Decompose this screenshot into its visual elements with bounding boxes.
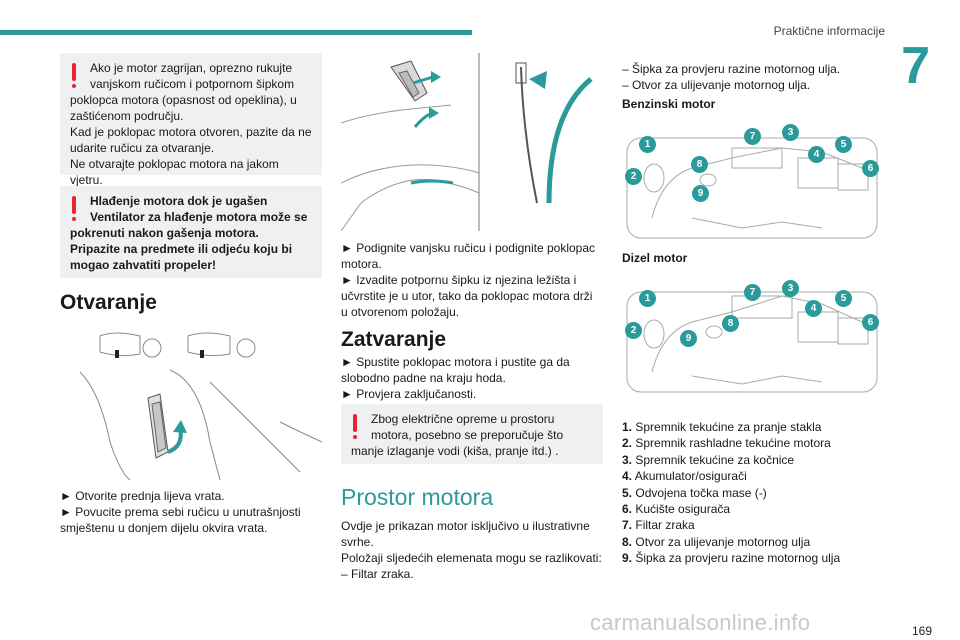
callout-badge: 8 [691,156,708,173]
callout-badge: 2 [625,322,642,339]
warning-text: Pripazite na predmete ili odjeću koju bi [70,242,293,256]
callout-badge: 3 [782,124,799,141]
warning-text: manje izlaganje vodi (kiša, pranje itd.)… [351,444,559,458]
callout-badge: 1 [639,136,656,153]
hood-support-illustration [341,53,603,231]
header-accent-bar [0,30,472,35]
intro-text: Ovdje je prikazan motor isključivo u ilu… [341,519,590,533]
step-text: ► Izvadite potpornu šipku iz njezina lež… [341,273,577,287]
step-text: ► Podignite vanjsku ručicu i podignite p… [341,241,596,255]
list-item: 1. Spremnik tekućine za pranje stakla [622,420,822,434]
callout-badge: 8 [722,315,739,332]
warning-text: Hlađenje motora dok je ugašen [90,194,268,208]
page-number: 169 [911,624,932,638]
intro-text: – Otvor za ulijevanje motornog ulja. [622,78,811,92]
heading-diesel-engine: Dizel motor [622,251,688,265]
intro-text: Položaji sljedećih elemenata mogu se raz… [341,551,602,565]
step-text: ► Povucite prema sebi ručicu u unutrašnj… [60,505,301,519]
step-text: ► Otvorite prednja lijeva vrata. [60,489,225,503]
intro-text: – Filtar zraka. [341,567,414,581]
step-text: motora. [341,257,382,271]
callout-badge: 6 [862,160,879,177]
warning-text: zaštićenom području. [70,109,184,123]
warning-text: motora, posebno se preporučuje što [371,428,564,442]
callout-badge: 7 [744,128,761,145]
callout-badge: 2 [625,168,642,185]
list-item: 8. Otvor za ulijevanje motornog ulja [622,534,811,549]
release-lever-icon [147,393,169,459]
callout-badge: 4 [808,146,825,163]
door-handle-illustration [60,322,322,480]
callout-badge: 1 [639,290,656,307]
heading-petrol-engine: Benzinski motor [622,97,716,111]
heading-engine-compartment: Prostor motora [341,484,494,510]
callout-badge: 6 [862,314,879,331]
callout-badge: 5 [835,290,852,307]
marker-icon [115,350,119,358]
list-item: 3. Spremnik tekućine za kočnice [622,452,795,467]
warning-text: Zbog električne opreme u prostoru [371,412,555,426]
warning-icon [351,414,359,440]
support-rod-icon [515,62,538,204]
chapter-number: 7 [901,37,930,95]
list-item: 6. Kućište osigurača [622,502,731,517]
callout-badge: 7 [744,284,761,301]
warning-text: Ventilator za hlađenje motora može se [90,210,308,224]
list-item: 4. Akumulator/osigurači [622,469,747,484]
warning-text: mogao zahvatiti propeler! [70,258,217,272]
warning-box-electrical: Zbog električne opreme u prostoru motora… [341,404,603,464]
step-text: učvrstite je u utor, tako da poklopac mo… [341,289,593,303]
callout-badge: 9 [692,185,709,202]
list-item: 5. Odvojena točka mase (-) [622,485,767,500]
warning-text: vanjskom ručicom i potpornom šipkom [90,77,295,91]
warning-text: Ne otvarajte poklopac motora na jakom vj… [70,157,279,187]
marker-icon [200,350,204,358]
warning-text: udarite ručicu za otvaranje. [70,141,215,155]
step-text: ► Provjera zaključanosti. [341,387,477,401]
warning-icon [70,63,78,89]
callout-badge: 4 [805,300,822,317]
step-text: slobodno padne na kraju hoda. [341,371,506,385]
warning-text: Ako je motor zagrijan, oprezno rukujte [90,61,293,75]
watermark: carmanualsonline.info [590,610,811,635]
warning-text: Kad je poklopac motora otvoren, pazite d… [70,125,312,139]
callout-badge: 3 [782,280,799,297]
intro-text: – Šipka za provjeru razine motornog ulja… [622,62,841,76]
warning-text: pokrenuti nakon gašenja motora. [70,226,259,240]
step-text: smještenu u donjem dijelu okvira vrata. [60,521,268,535]
step-text: u otvorenom položaju. [341,305,460,319]
hood-handle-icon [390,60,428,102]
heading-opening: Otvaranje [60,291,157,314]
warning-text: poklopca motora (opasnost od opeklina), … [70,93,297,107]
list-item: 9. Šipka za provjeru razine motornog ulj… [622,551,841,566]
list-item: 2. Spremnik rashladne tekućine motora [622,436,831,451]
callout-badge: 9 [680,330,697,347]
step-text: ► Spustite poklopac motora i pustite ga … [341,355,570,369]
heading-closing: Zatvaranje [341,328,447,351]
section-title: Praktične informacije [773,24,885,38]
warning-box-hot-engine: Ako je motor zagrijan, oprezno rukujte v… [60,53,322,187]
components-list: 1. Spremnik tekućine za pranje stakla 2.… [622,419,912,567]
warning-box-fan: Hlađenje motora dok je ugašen Ventilator… [60,186,322,278]
intro-text: svrhe. [341,535,374,549]
callout-badge: 5 [835,136,852,153]
warning-icon [70,196,78,222]
list-item: 7. Filtar zraka [622,518,695,533]
